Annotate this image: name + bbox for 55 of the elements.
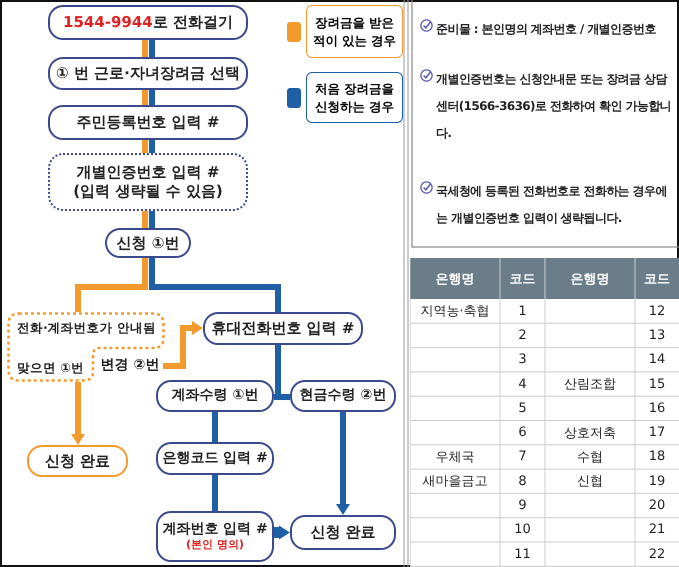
end-box: 신청 완료 <box>290 515 396 550</box>
table-cell-text: 10 <box>513 521 532 540</box>
table-cell-text: 우체국 <box>434 448 476 467</box>
table-cell-text: 신협 <box>576 473 604 492</box>
arrow <box>336 412 350 515</box>
table-cell-text: 17 <box>648 424 666 442</box>
table-cell-text: 3 <box>517 351 528 370</box>
note-text: 국세청에 등록된 전화번호로 전화하는 경우에는 개별인증번호 입력이 생략됩니다. <box>436 183 668 227</box>
choice-text: 변경 ②번 <box>97 352 163 380</box>
table-cell-text: 지역농·축협 <box>419 303 491 322</box>
table-cell-text: 13 <box>648 326 666 345</box>
table-cell-text: 수협 <box>576 448 604 467</box>
table-cell-text: 15 <box>648 376 666 394</box>
process-box: 휴대전화번호 입력 # <box>203 312 363 345</box>
table-cell-text: 새마을금고 <box>422 473 488 492</box>
table-cell-text: 6 <box>517 424 528 442</box>
table-cell-text: 18 <box>648 448 666 466</box>
table-header-text: 은행명 <box>434 270 476 288</box>
table-cell-text: 8 <box>517 472 528 491</box>
table-cell-text: 5 <box>517 400 528 418</box>
arrow <box>71 382 85 445</box>
table-cell-text: 산림조합 <box>563 376 617 394</box>
process-box: 신청 ①번 <box>105 228 191 258</box>
end-box: 신청 완료 <box>27 445 128 477</box>
table-cell-text: 21 <box>648 521 666 540</box>
legend-text: 장려금을 받은 적이 있는 경우 <box>306 5 403 58</box>
table-cell-text: 22 <box>648 546 666 564</box>
note-text: 개별인증번호는 신청안내문 또는 장려금 상담센터(1566-3636)로 전화하여 확인 가능합니다. <box>436 71 672 142</box>
table-header-text: 코드 <box>643 270 671 288</box>
process-box: ① 번 근로·자녀장려금 선택 <box>48 57 248 90</box>
process-box: 계좌수령 ①번 <box>156 380 274 412</box>
table-cell-text: 12 <box>648 302 666 321</box>
table-cell-text: 9 <box>517 497 528 516</box>
process-box: 계좌번호 입력 # (본인 명의) <box>156 511 274 562</box>
table-cell-text: 19 <box>648 472 666 491</box>
table-cell-text: 11 <box>513 546 532 564</box>
process-box: 주민등록번호 입력 # <box>48 105 248 140</box>
table-cell-text: 14 <box>648 351 666 370</box>
legend-text: 처음 장려금을 신청하는 경우 <box>306 72 403 123</box>
process-box: 은행코드 입력 # <box>156 442 274 475</box>
table-cell-text: 2 <box>517 326 528 345</box>
table-header-text: 은행명 <box>570 270 610 288</box>
table-header-text: 코드 <box>508 270 536 288</box>
arrow <box>274 526 290 540</box>
table-cell-text: 20 <box>648 497 666 516</box>
table-cell-text: 상호저축 <box>563 424 617 443</box>
process-box: 1544-9944로 전화걸기 <box>48 5 248 40</box>
table-cell-text: 1 <box>517 302 528 321</box>
process-box: 현금수령 ②번 <box>290 380 396 412</box>
table-cell-text: 7 <box>517 448 528 466</box>
table-cell-text: 4 <box>517 376 528 394</box>
note-text: 준비물 : 본인명의 계좌번호 / 개별인증번호 <box>436 21 657 38</box>
table-cell-text: 16 <box>648 400 666 418</box>
arrow <box>163 321 203 369</box>
optional-step-box: 개별인증번호 입력 # (입력 생략될 수 있음) <box>48 153 248 211</box>
